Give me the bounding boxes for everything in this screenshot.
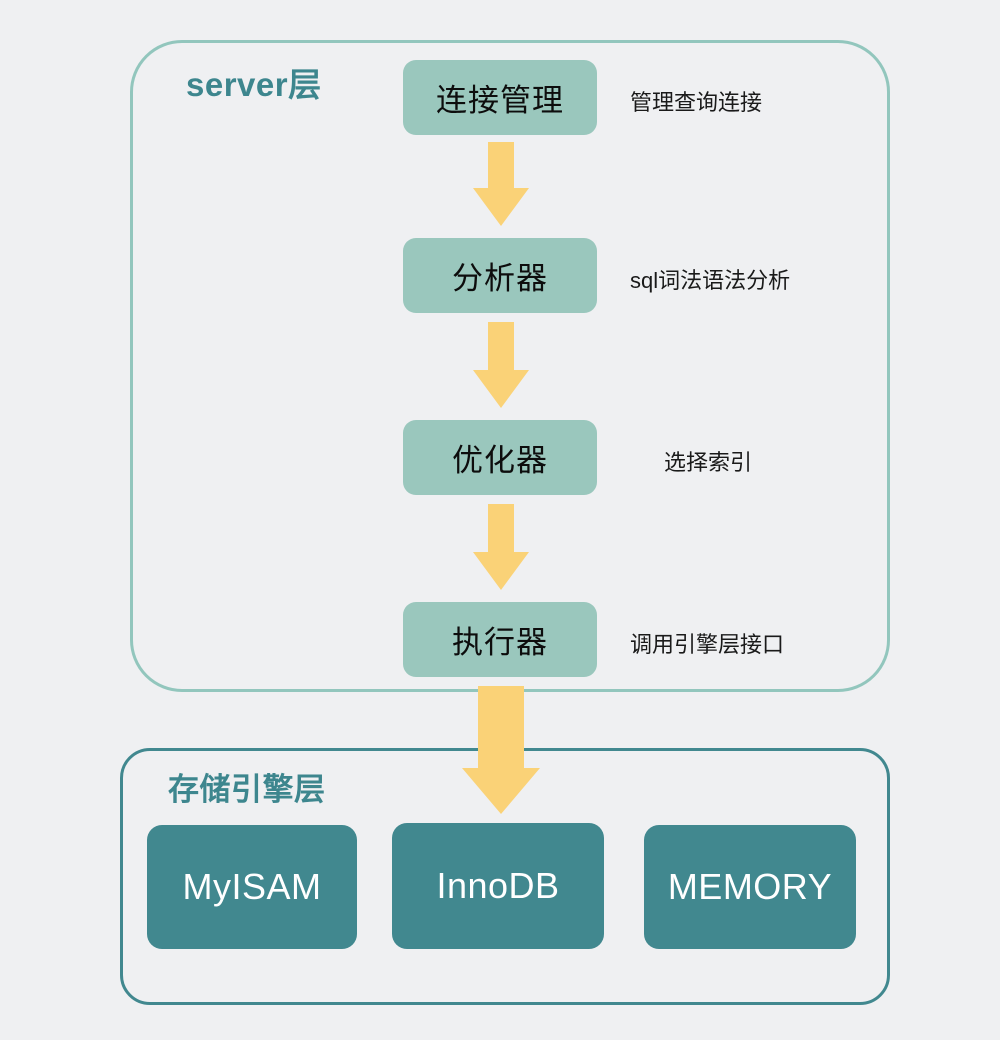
engine-box-memory[interactable]: MEMORY [644, 825, 856, 949]
step-note-parser: sql词法语法分析 [630, 268, 791, 293]
server-layer-title: server层 [186, 66, 322, 103]
arrow-down-large-icon [462, 686, 540, 814]
step-box-parser[interactable]: 分析器 [403, 238, 597, 313]
engine-box-innodb[interactable]: InnoDB [392, 823, 604, 949]
arrow-down-icon [473, 142, 529, 226]
step-box-label: 优化器 [452, 443, 548, 478]
engine-box-myisam[interactable]: MyISAM [147, 825, 357, 949]
step-box-optimizer[interactable]: 优化器 [403, 420, 597, 495]
step-box-label: 连接管理 [436, 83, 564, 118]
step-box-label: 分析器 [452, 261, 548, 296]
arrow-down-icon [473, 504, 529, 590]
step-note-optimizer: 选择索引 [664, 450, 753, 475]
step-note-executor: 调用引擎层接口 [630, 632, 785, 657]
step-box-label: 执行器 [452, 625, 548, 660]
step-note-connection-management: 管理查询连接 [630, 90, 763, 115]
step-box-executor[interactable]: 执行器 [403, 602, 597, 677]
arrow-down-icon [473, 322, 529, 408]
engine-box-label: MyISAM [182, 866, 322, 907]
engine-box-label: InnoDB [436, 865, 560, 906]
step-box-connection-management[interactable]: 连接管理 [403, 60, 597, 135]
engine-box-label: MEMORY [667, 866, 833, 907]
storage-layer-title: 存储引擎层 [168, 772, 326, 807]
